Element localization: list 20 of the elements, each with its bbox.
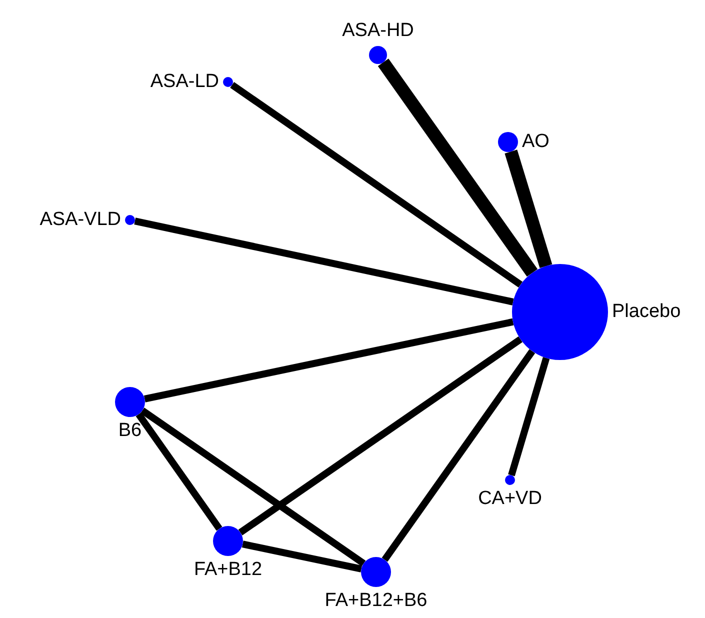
connector-line bbox=[144, 318, 514, 402]
connector-line bbox=[382, 349, 536, 562]
connector-line bbox=[230, 82, 523, 288]
connector-line bbox=[504, 150, 552, 268]
connector-line bbox=[238, 336, 522, 536]
node-label: Placebo bbox=[612, 302, 681, 322]
node-label: ASA-LD bbox=[150, 72, 219, 92]
connector-line bbox=[242, 540, 362, 572]
connector-line bbox=[378, 58, 538, 277]
node-label: FA+B12+B6 bbox=[324, 591, 428, 612]
node-label: FA+B12 bbox=[194, 560, 262, 581]
connector-line bbox=[134, 218, 514, 306]
node-label: B6 bbox=[118, 421, 142, 442]
connector-line bbox=[508, 357, 550, 476]
node-label: CA+VD bbox=[478, 489, 542, 510]
node-label: AO bbox=[522, 132, 550, 152]
connector-line bbox=[136, 412, 222, 531]
node-label: ASA-VLD bbox=[40, 210, 121, 230]
connector-line bbox=[140, 408, 366, 566]
node-label: ASA-HD bbox=[342, 21, 414, 42]
